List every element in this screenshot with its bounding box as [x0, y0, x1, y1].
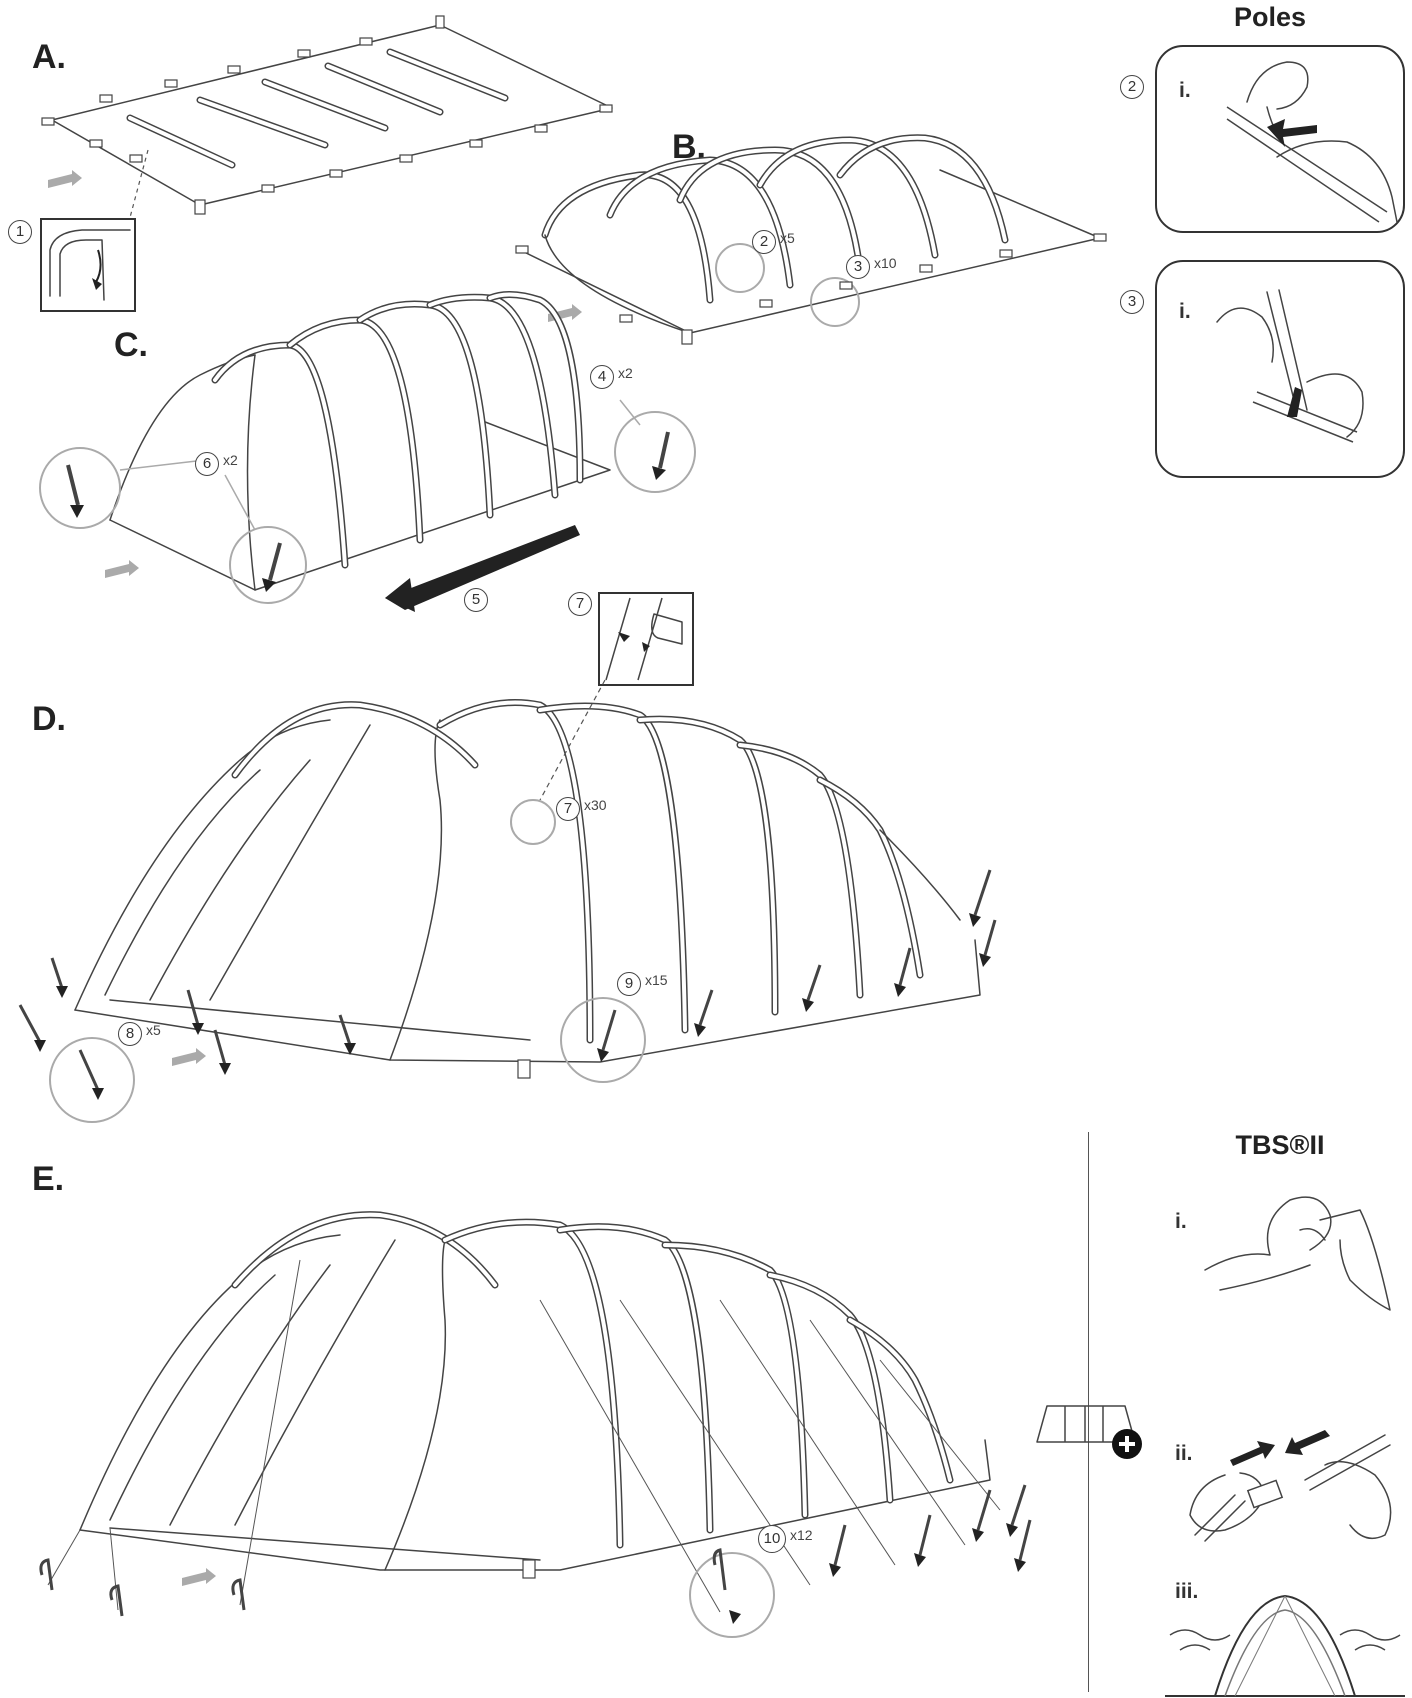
arrow-icon: [48, 170, 82, 188]
poles-panel-2: i.: [1155, 45, 1405, 233]
step-e-label: E.: [32, 1160, 65, 1198]
callout-4: 4: [590, 365, 614, 389]
hand-icon: [1204, 1196, 1391, 1311]
clip-detail-thumbnail: [598, 592, 694, 686]
poles-callout-3: 3: [1120, 290, 1144, 314]
pull-direction-arrow: [385, 525, 580, 610]
callout-8-count: x5: [146, 1022, 161, 1038]
step-b-tabs: [515, 233, 1107, 345]
peg-icon: [18, 869, 997, 1091]
hand-icon: [1189, 1430, 1392, 1542]
wind-icon: [1169, 1629, 1231, 1641]
callout-7: 7: [556, 797, 580, 821]
hand-icon: [1226, 61, 1398, 223]
zoom-circle-6a: [39, 447, 121, 529]
peg-icon: [66, 431, 670, 592]
arrow-icon: [172, 1048, 206, 1066]
callout-1: 1: [8, 220, 32, 244]
zoom-circle-3: [810, 277, 860, 327]
callout-9: 9: [617, 972, 641, 996]
callout-3: 3: [846, 255, 870, 279]
tbs-step-i: i.: [1175, 1210, 1187, 1233]
tbs-title: TBS®II: [1235, 1130, 1325, 1160]
tbs-step-ii: ii.: [1175, 1442, 1193, 1465]
flat-tent-tabs: [41, 15, 613, 215]
callout-2: 2: [752, 230, 776, 254]
step-d-label: D.: [32, 700, 66, 738]
section-divider: [1088, 1132, 1089, 1692]
door-detail-thumbnail: [40, 218, 136, 312]
callout-8: 8: [118, 1022, 142, 1046]
tent-icon: [1036, 1405, 1142, 1459]
step-a-label: A.: [32, 38, 66, 76]
clip-icon: [605, 597, 683, 681]
callout-10: 10: [758, 1525, 786, 1553]
poles-panel-3-step: i.: [1179, 300, 1191, 323]
callout-10-count: x12: [790, 1527, 813, 1543]
step-d-arches: [231, 699, 924, 1044]
arrow-icon: [182, 1568, 216, 1586]
poles-callout-2: 2: [1120, 75, 1144, 99]
step-c-arches: [211, 291, 584, 569]
hand-icon: [1216, 289, 1364, 443]
leader-line-1: [127, 149, 149, 226]
callout-9-count: x15: [645, 972, 668, 988]
poles-panel-3: i.: [1155, 260, 1405, 478]
tbs-step-iii: iii.: [1175, 1580, 1199, 1603]
zoom-circle-9: [560, 997, 646, 1083]
step-c-label: C.: [114, 326, 148, 364]
zoom-circle-7: [510, 799, 556, 845]
wind-icon: [1339, 1629, 1401, 1641]
callout-6-count: x2: [223, 452, 238, 468]
callout-4-count: x2: [618, 365, 633, 381]
zoom-circle-10: [689, 1552, 775, 1638]
callout-7-count: x30: [584, 797, 607, 813]
callout-5: 5: [464, 588, 488, 612]
callout-2-count: x5: [780, 230, 795, 246]
callout-7-detail: 7: [568, 592, 592, 616]
peg-icon: [39, 1484, 1032, 1617]
tent-wind-diagram: [1165, 1594, 1405, 1697]
zoom-circle-2: [715, 243, 765, 293]
callout-6: 6: [195, 452, 219, 476]
step-e-arches: [231, 1211, 954, 1549]
callout-3-count: x10: [874, 255, 897, 271]
zoom-circle-4: [614, 411, 696, 493]
poles-title: Poles: [1233, 2, 1307, 32]
door-zip-icon: [49, 229, 131, 301]
arrow-icon: [105, 560, 139, 578]
zoom-circle-6b: [229, 526, 307, 604]
zoom-circle-8: [49, 1037, 135, 1123]
step-b-arches: [541, 134, 1009, 304]
flat-tent-sleeves: [126, 48, 509, 169]
poles-panel-2-step: i.: [1179, 79, 1191, 102]
